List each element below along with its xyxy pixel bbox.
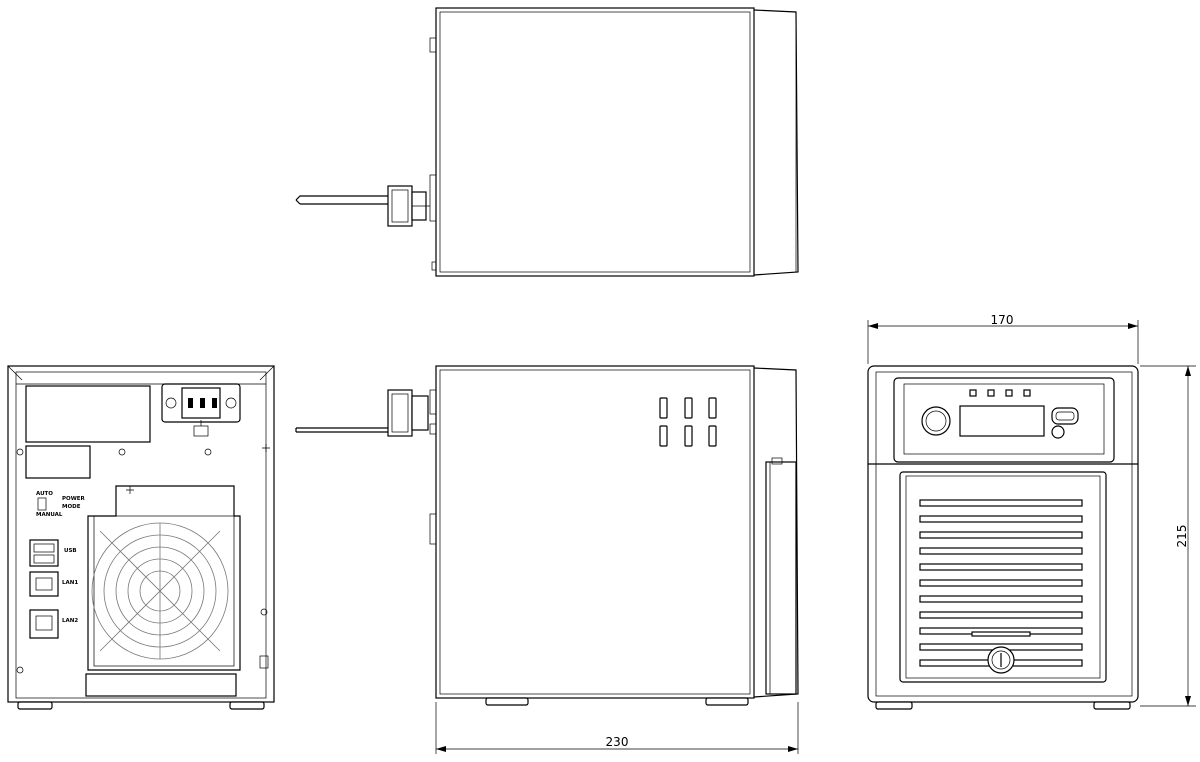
fan-grille [91,522,229,660]
rear-view: AUTO MANUAL POWER MODE USB LAN1 LAN2 [7,365,275,710]
label-power: POWER [62,496,86,502]
height-value: 215 [1175,525,1189,548]
label-lan2: LAN2 [62,618,78,624]
lan1-port[interactable] [29,571,59,597]
depth-dimension: 230 [435,702,799,754]
width-value: 170 [991,313,1014,327]
lcd-display [959,405,1045,437]
label-auto: AUTO [36,491,53,497]
front-view [867,365,1139,710]
label-lan1: LAN1 [62,580,78,586]
label-mode: MODE [62,504,81,510]
depth-value: 230 [606,735,629,749]
init-button[interactable] [1051,425,1065,439]
power-inlet [161,383,241,437]
side-view [295,365,799,706]
label-usb: USB [64,548,77,554]
lan2-port[interactable] [29,609,59,639]
top-view [295,7,799,277]
height-dimension: 215 [1140,365,1196,707]
side-vents [659,397,717,447]
label-manual: MANUAL [36,512,63,518]
power-mode-switch[interactable] [37,497,47,511]
width-dimension: 170 [867,313,1139,364]
